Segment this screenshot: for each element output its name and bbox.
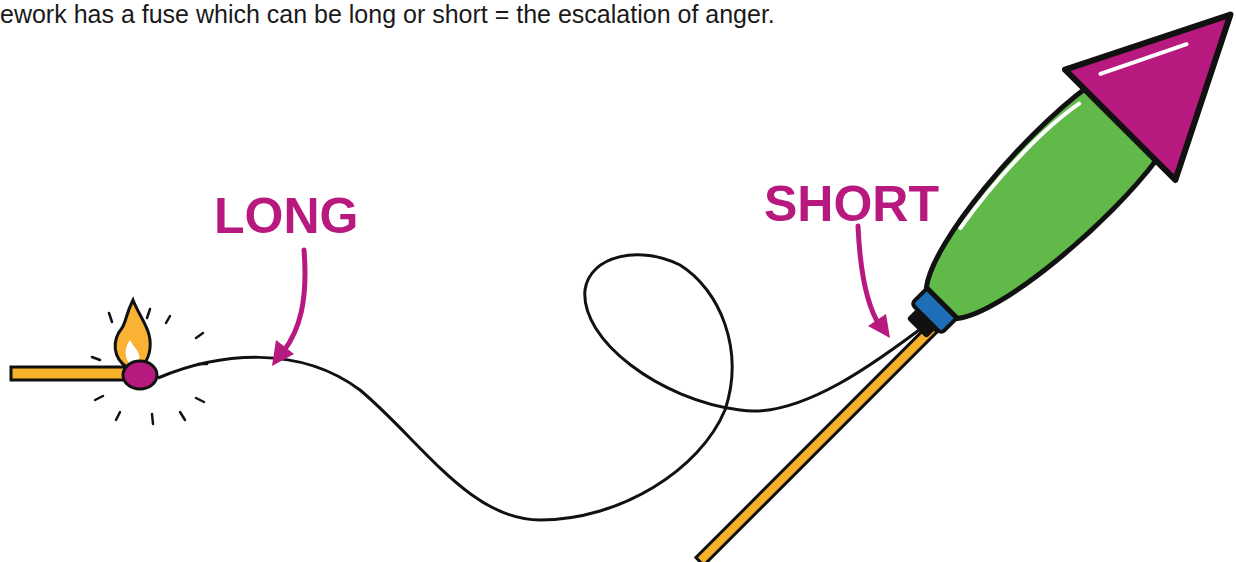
fuse-length-label: SHORT (764, 178, 939, 230)
spark-lines (92, 309, 207, 424)
rocket-stick (696, 324, 937, 562)
rocket (637, 0, 1236, 562)
rocket-nose-highlight (1100, 16, 1186, 102)
rocket-nose (1065, 0, 1236, 180)
short-arrowhead (868, 314, 890, 338)
match-flame (115, 300, 150, 370)
fuse-line (158, 255, 935, 520)
match-stick (11, 367, 131, 380)
short-leader (858, 226, 880, 326)
heading-text: ework has a fuse which can be long or sh… (0, 0, 1236, 28)
rocket-highlight (954, 100, 1082, 228)
match-head (123, 361, 157, 389)
long-leader (283, 250, 305, 352)
long-arrowhead (272, 340, 294, 366)
leader-arrows (283, 226, 880, 352)
fuse-length-label: LONG (214, 190, 358, 242)
